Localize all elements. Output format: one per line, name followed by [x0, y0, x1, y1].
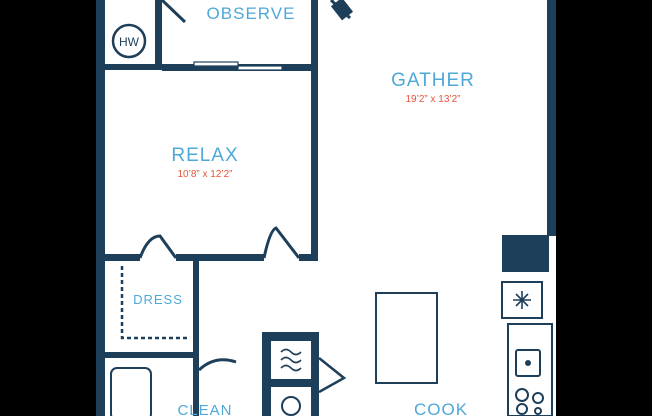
washer-drum-icon — [281, 396, 301, 416]
relax-dimensions: 10’8” x 12’2” — [177, 169, 232, 180]
water-heater-symbol — [111, 23, 147, 59]
bath-door-swing — [197, 358, 237, 372]
west-exterior-wall — [96, 0, 105, 416]
relax-east-wall — [311, 0, 318, 260]
bathtub — [110, 367, 152, 416]
relax-south-wall-right — [299, 254, 318, 261]
laundry-door-swing — [318, 357, 347, 394]
relax-south-wall-mid — [176, 254, 264, 261]
observe-label: OBSERVE — [207, 4, 296, 23]
stove-burner-lower — [516, 403, 528, 415]
hw-closet-side-wall — [155, 0, 162, 70]
stove-burner-right — [532, 392, 544, 404]
east-exterior-wall — [547, 0, 556, 236]
dress-door-swing — [138, 234, 178, 259]
pantry-column — [502, 235, 549, 272]
sink-drain — [525, 360, 531, 366]
relax-south-wall-left — [105, 254, 140, 261]
washer — [269, 385, 313, 416]
stove-burner-left — [515, 388, 529, 402]
dress-closet-bottom-wall — [105, 352, 199, 358]
cook-label: COOK — [414, 400, 468, 416]
clean-label: CLEAN — [177, 402, 232, 416]
kitchen-island — [375, 292, 438, 384]
relax-door-swing — [262, 226, 301, 259]
balcony-door-swing-left — [160, 0, 187, 24]
observe-door-jamb — [330, 0, 354, 21]
dress-closet-wall — [193, 261, 199, 356]
stove-burner-small — [534, 407, 542, 415]
bath-wall — [193, 356, 199, 416]
sliding-door-panel-left — [193, 61, 239, 67]
dress-label: DRESS — [133, 292, 183, 307]
relax-label: RELAX — [171, 145, 238, 166]
dryer-heat-icon — [280, 348, 302, 372]
snowflake-icon — [513, 291, 531, 309]
sliding-door-panel-right — [237, 65, 283, 71]
gather-label: GATHER — [391, 70, 475, 91]
gather-dimensions: 19’2” x 13’2” — [405, 94, 460, 105]
hw-label: HW — [119, 35, 140, 49]
hw-closet-wall — [105, 64, 157, 70]
closet-shelf-line — [120, 266, 190, 340]
